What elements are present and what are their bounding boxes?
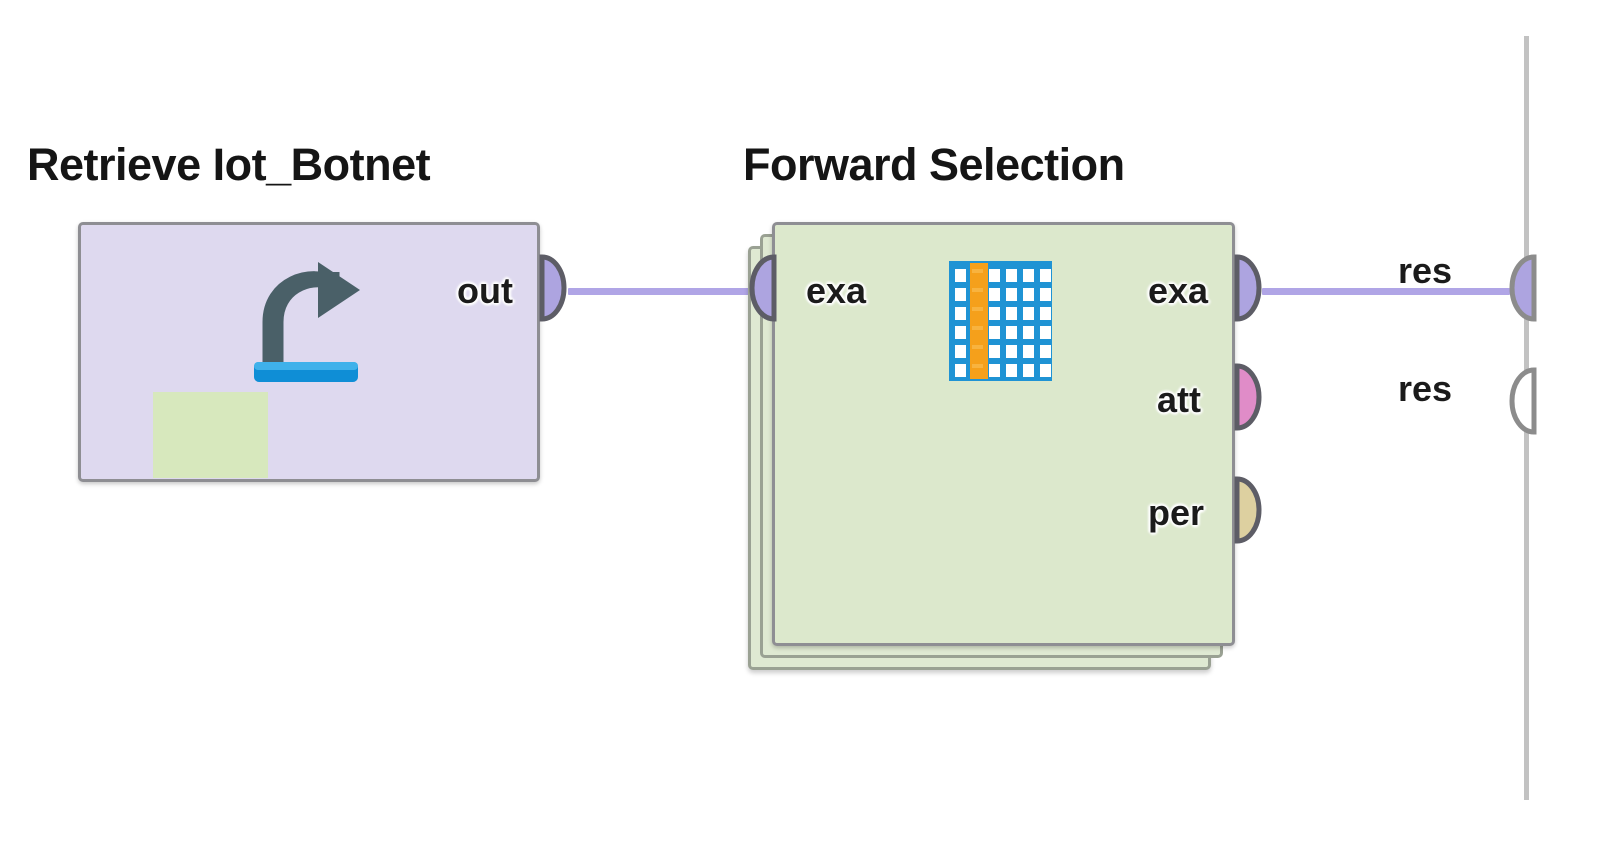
connection-retrieve-to-forward-selection[interactable] [568,288,754,295]
operator-title-forward-selection: Forward Selection [743,139,1125,190]
port-process-result-2[interactable] [1490,367,1537,435]
port-retrieve-out[interactable] [539,254,586,322]
port-label-retrieve-out: out [457,270,513,311]
port-forward-selection-att[interactable] [1234,363,1281,431]
connection-forward-selection-to-result[interactable] [1262,288,1510,295]
port-forward-selection-exa-output[interactable] [1234,254,1281,322]
retrieve-dataset-block [153,392,268,478]
attribute-grid-icon [949,261,1052,381]
port-process-result-1[interactable] [1490,254,1537,322]
port-label-process-result-1: res [1398,250,1453,291]
port-label-forward-selection-exa-output: exa [1148,270,1209,311]
port-label-forward-selection-att: att [1157,379,1201,420]
port-label-forward-selection-exa-input: exa [806,270,867,311]
port-label-forward-selection-per: per [1148,492,1205,533]
retrieve-arrow-icon [248,258,368,388]
port-forward-selection-per[interactable] [1234,476,1281,544]
port-label-process-result-2: res [1398,368,1453,409]
port-forward-selection-exa-input[interactable] [730,254,777,322]
operator-title-retrieve: Retrieve Iot_Botnet [27,139,431,190]
